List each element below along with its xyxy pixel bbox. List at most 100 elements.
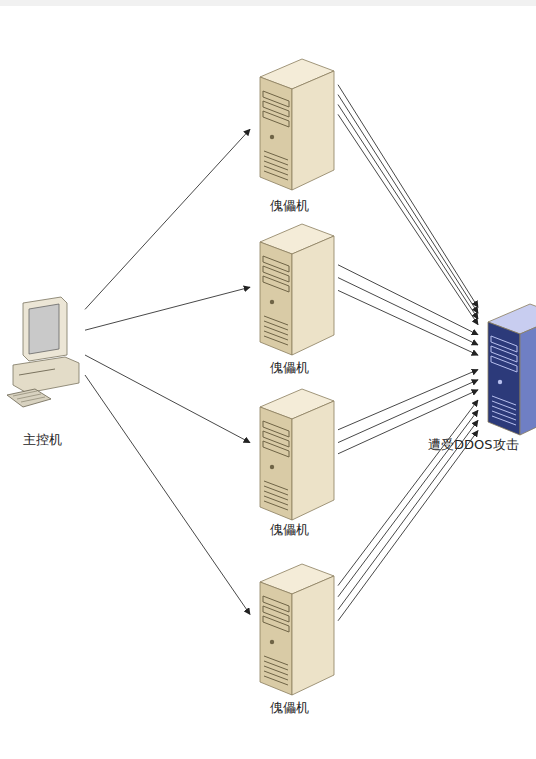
server-side [520, 316, 536, 435]
attack-arrow [338, 400, 478, 586]
server-front [488, 322, 520, 435]
zombie-server: 傀儡机 [250, 385, 338, 545]
vent-line [264, 336, 288, 345]
key-row [21, 397, 45, 402]
vent-line [264, 161, 288, 170]
drive-bay [263, 256, 289, 272]
attack-arrow [338, 278, 478, 345]
drive-bay [263, 606, 289, 622]
server-front [260, 77, 292, 190]
attack-arrow [85, 355, 250, 443]
vent-line [492, 396, 516, 405]
attack-arrow [85, 375, 250, 614]
server-side [292, 71, 334, 190]
attack-arrow [338, 420, 478, 609]
vent-line [264, 331, 288, 340]
node-label: 遭受DDOS攻击 [428, 437, 519, 453]
vent-line [264, 656, 288, 665]
server-icon [250, 220, 338, 356]
attack-arrow [338, 410, 478, 597]
power-button [270, 135, 274, 139]
vent-line [264, 661, 288, 670]
monitor [23, 297, 67, 361]
server-side [292, 576, 334, 695]
vent-line [492, 416, 516, 425]
drive-bay [263, 266, 289, 282]
vent-line [264, 151, 288, 160]
power-button [270, 640, 274, 644]
attack-arrow [338, 370, 478, 430]
vent-line [264, 496, 288, 505]
target-icon [478, 300, 536, 436]
keyboard [7, 389, 51, 407]
vent-line [264, 156, 288, 165]
drive-bay [263, 111, 289, 127]
vent-line [264, 166, 288, 175]
server-front [260, 242, 292, 355]
screen [29, 304, 59, 354]
power-button [270, 300, 274, 304]
drive-slot [19, 369, 55, 375]
target-server: 遭受DDOS攻击 [478, 300, 536, 445]
desktop-case [13, 357, 79, 393]
vent-line [264, 666, 288, 675]
attack-arrow [338, 95, 478, 313]
server-icon [250, 385, 338, 521]
node-label: 傀儡机 [270, 700, 309, 716]
drive-bay [263, 431, 289, 447]
server-front [260, 582, 292, 695]
vent-line [264, 481, 288, 490]
server-side [292, 236, 334, 355]
drive-bay [491, 336, 517, 352]
node-label: 傀儡机 [270, 198, 309, 214]
server-icon [250, 55, 338, 191]
attack-arrow [338, 290, 478, 355]
drive-bay [263, 441, 289, 457]
vent-line [264, 486, 288, 495]
attack-arrow [338, 431, 478, 621]
attack-arrow [85, 129, 250, 309]
drive-bay [491, 346, 517, 362]
zombie-server: 傀儡机 [250, 220, 338, 380]
drive-bay [263, 276, 289, 292]
attack-arrow [85, 287, 250, 330]
top-band [0, 0, 536, 6]
vent-line [264, 676, 288, 685]
vent-line [264, 326, 288, 335]
attack-arrow [338, 380, 478, 443]
attack-arrow [338, 265, 478, 335]
attack-arrow [338, 105, 478, 319]
server-icon [250, 560, 338, 696]
server-front [260, 407, 292, 520]
vent-line [264, 501, 288, 510]
vent-line [264, 321, 288, 330]
attack-arrow [338, 85, 478, 308]
power-button [270, 465, 274, 469]
pc-icon [5, 295, 93, 431]
vent-line [492, 401, 516, 410]
server-side [292, 401, 334, 520]
node-label: 傀儡机 [270, 522, 309, 538]
vent-line [264, 491, 288, 500]
zombie-server: 傀儡机 [250, 55, 338, 220]
attack-arrow [338, 114, 478, 324]
drive-bay [491, 356, 517, 372]
drive-bay [263, 421, 289, 437]
node-label: 主控机 [23, 432, 62, 448]
vent-line [492, 411, 516, 420]
master-computer: 主控机 [5, 295, 85, 455]
attack-arrow [338, 390, 478, 454]
power-button [498, 380, 502, 384]
drive-bay [263, 91, 289, 107]
node-label: 傀儡机 [270, 360, 309, 376]
vent-line [264, 171, 288, 180]
vent-line [264, 671, 288, 680]
vent-line [264, 316, 288, 325]
vent-line [492, 406, 516, 415]
drive-bay [263, 596, 289, 612]
drive-bay [263, 101, 289, 117]
zombie-server: 傀儡机 [250, 560, 338, 720]
drive-bay [263, 616, 289, 632]
